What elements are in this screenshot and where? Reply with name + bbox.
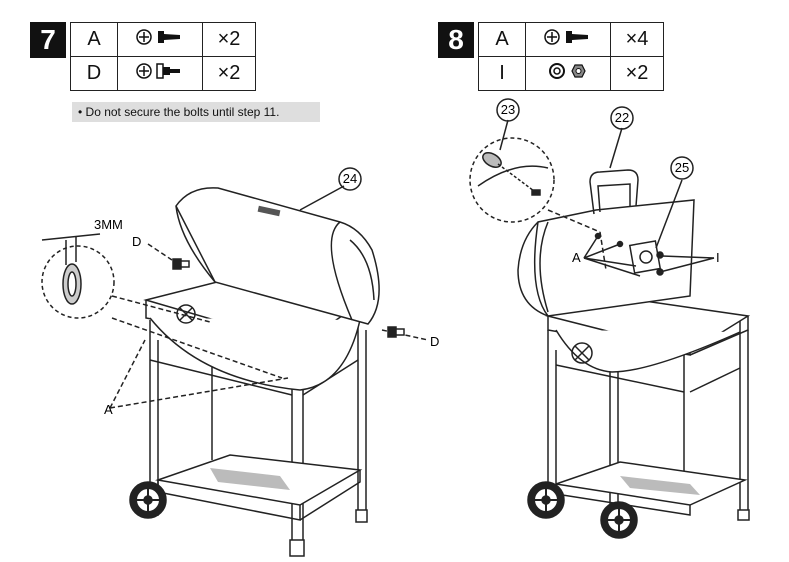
- step-7-note: • Do not secure the bolts until step 11.: [72, 102, 320, 122]
- part-label: D: [70, 56, 118, 91]
- callout-bolt-a: A: [104, 402, 113, 417]
- callout-bolt-a: A: [572, 250, 581, 265]
- callout-22: 22: [615, 110, 629, 125]
- part-qty: ×2: [202, 22, 256, 57]
- step-8-number: 8: [438, 22, 474, 58]
- step-8-grill: [469, 98, 751, 539]
- callout-25: 25: [675, 160, 689, 175]
- washer-nut-icon: [525, 56, 611, 91]
- callout-23: 23: [501, 102, 515, 117]
- part-qty: ×4: [610, 22, 664, 57]
- callout-24: 24: [343, 171, 357, 186]
- parts-row: A ×4: [478, 22, 664, 57]
- step-7-number: 7: [30, 22, 66, 58]
- callout-bolt-d-right: D: [430, 334, 439, 349]
- callout-nut-i: I: [716, 250, 720, 265]
- shoulder-bolt-icon: [117, 56, 203, 91]
- part-qty: ×2: [610, 56, 664, 91]
- part-label: I: [478, 56, 526, 91]
- parts-row: A ×2: [70, 22, 256, 57]
- step-8-parts-table: A ×4 I ×2: [478, 22, 664, 91]
- callout-gap: 3MM: [94, 217, 123, 232]
- parts-row: D ×2: [70, 56, 256, 91]
- screw-bolt-icon: [525, 22, 611, 57]
- step-7-parts-table: A ×2 D ×2: [70, 22, 256, 91]
- part-qty: ×2: [202, 56, 256, 91]
- step-7-grill: [41, 167, 429, 557]
- parts-row: I ×2: [478, 56, 664, 91]
- callout-bolt-d-left: D: [132, 234, 141, 249]
